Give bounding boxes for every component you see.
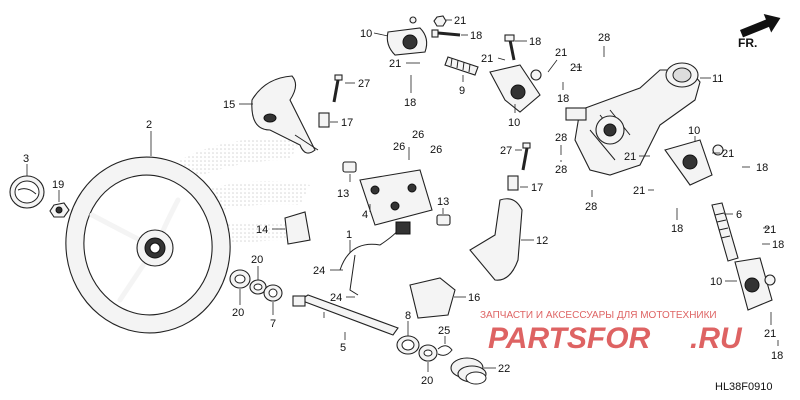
label-5-marker: 5 xyxy=(340,342,346,354)
cover-12 xyxy=(469,198,523,281)
label-27-left: 27 xyxy=(358,78,370,90)
label-21-b: 21 xyxy=(389,58,401,70)
label-25: 25 xyxy=(438,325,450,337)
collar-17-mid xyxy=(507,175,519,191)
label-2: 2 xyxy=(146,119,152,131)
label-10-right: 10 xyxy=(688,125,700,137)
label-15: 15 xyxy=(223,99,235,111)
label-4: 4 xyxy=(362,209,368,221)
watermark-brand: PARTSFOR .RU xyxy=(488,322,743,355)
grommet-13-right xyxy=(436,214,451,226)
watermark-brand-tld: .RU xyxy=(690,322,743,355)
label-12: 12 xyxy=(536,235,548,247)
joint-10-right xyxy=(664,139,724,186)
label-21-d: 21 xyxy=(555,47,567,59)
label-23: 20 xyxy=(232,307,244,319)
label-21-c: 21 xyxy=(481,53,493,65)
label-10-mid: 10 xyxy=(508,117,520,129)
label-18-e: 18 xyxy=(756,162,768,174)
watermark-brand-main: PARTSFOR xyxy=(488,322,651,355)
label-21-e: 21 xyxy=(570,62,582,74)
label-1: 1 xyxy=(346,229,352,241)
label-18-a: 18 xyxy=(470,30,482,42)
label-18-f: 18 xyxy=(671,223,683,235)
bearing-8 xyxy=(396,335,420,355)
label-28-c: 28 xyxy=(555,164,567,176)
cover-14 xyxy=(284,211,311,245)
label-10-top: 10 xyxy=(360,28,372,40)
label-19: 19 xyxy=(52,179,64,191)
label-11: 11 xyxy=(712,73,723,85)
label-18-g: 18 xyxy=(772,239,784,251)
label-17-left: 17 xyxy=(341,117,353,129)
part-labels: 2 3 19 15 27 17 10 21 18 18 21 18 9 21 2… xyxy=(23,15,784,387)
label-6: 6 xyxy=(736,209,742,221)
label-8: 8 xyxy=(405,310,411,322)
bolt-18-top xyxy=(431,29,461,38)
joint-10-top xyxy=(386,16,428,56)
joint-10-bottom xyxy=(734,257,776,311)
shaft-9 xyxy=(444,56,479,76)
label-21-g: 21 xyxy=(624,151,636,163)
label-24-b: 24 xyxy=(330,292,342,304)
label-20-left: 20 xyxy=(251,254,263,266)
label-10-bottom: 10 xyxy=(710,276,722,288)
clip-25 xyxy=(437,345,453,356)
label-26-b: 26 xyxy=(393,141,405,153)
diagram-code: HL38F0910 xyxy=(715,381,773,393)
joint-10-mid xyxy=(489,64,542,113)
bolt-27-left xyxy=(332,74,343,103)
label-13-left: 13 xyxy=(337,188,349,200)
label-20-right: 20 xyxy=(421,375,433,387)
horn-cap xyxy=(9,175,45,209)
label-16: 16 xyxy=(468,292,480,304)
label-18-h: 18 xyxy=(771,350,783,362)
eps-unit-11 xyxy=(565,62,701,176)
label-28-a: 28 xyxy=(598,32,610,44)
label-27-mid: 27 xyxy=(500,145,512,157)
nut-21-top xyxy=(433,15,447,27)
label-21-j: 21 xyxy=(764,328,776,340)
label-3: 3 xyxy=(23,153,29,165)
ring-20-right xyxy=(418,344,438,362)
ring-23 xyxy=(229,269,251,289)
front-direction-label: FR. xyxy=(738,36,757,50)
label-7: 7 xyxy=(270,318,276,330)
label-18-d: 18 xyxy=(557,93,569,105)
bolt-18-2 xyxy=(504,34,516,61)
bolt-27-mid xyxy=(521,142,531,171)
harness-1 xyxy=(339,221,411,296)
cover-16 xyxy=(409,277,456,319)
label-18-c: 18 xyxy=(404,97,416,109)
front-direction-arrow xyxy=(740,13,781,38)
steering-wheel xyxy=(65,156,231,334)
main-shaft-5 xyxy=(292,294,399,336)
nut-19 xyxy=(49,202,70,218)
column-cover-4 xyxy=(359,169,433,226)
label-26-a: 26 xyxy=(412,129,424,141)
label-21-h: 21 xyxy=(633,185,645,197)
label-13-right: 13 xyxy=(437,196,449,208)
label-18-b: 18 xyxy=(529,36,541,48)
label-21-a: 21 xyxy=(454,15,466,27)
boot-22 xyxy=(450,357,487,385)
label-17-mid: 17 xyxy=(531,182,543,194)
label-26-c: 26 xyxy=(430,144,442,156)
cover-15 xyxy=(251,75,319,154)
collar-17-left xyxy=(318,112,330,128)
watermark-tagline: ЗАПЧАСТИ И АКСЕССУАРЫ ДЛЯ МОТОТЕХНИКИ xyxy=(480,310,717,321)
label-24-a: 24 xyxy=(313,265,325,277)
label-9: 9 xyxy=(459,85,465,97)
shaft-6 xyxy=(711,202,739,262)
label-14: 14 xyxy=(256,224,268,236)
ring-7 xyxy=(263,284,283,302)
label-28-b: 28 xyxy=(555,132,567,144)
label-21-i: 21 xyxy=(764,224,776,236)
label-21-f: 21 xyxy=(722,148,734,160)
label-22: 22 xyxy=(498,363,510,375)
label-28-d: 28 xyxy=(585,201,597,213)
grommet-13-top xyxy=(342,161,357,173)
